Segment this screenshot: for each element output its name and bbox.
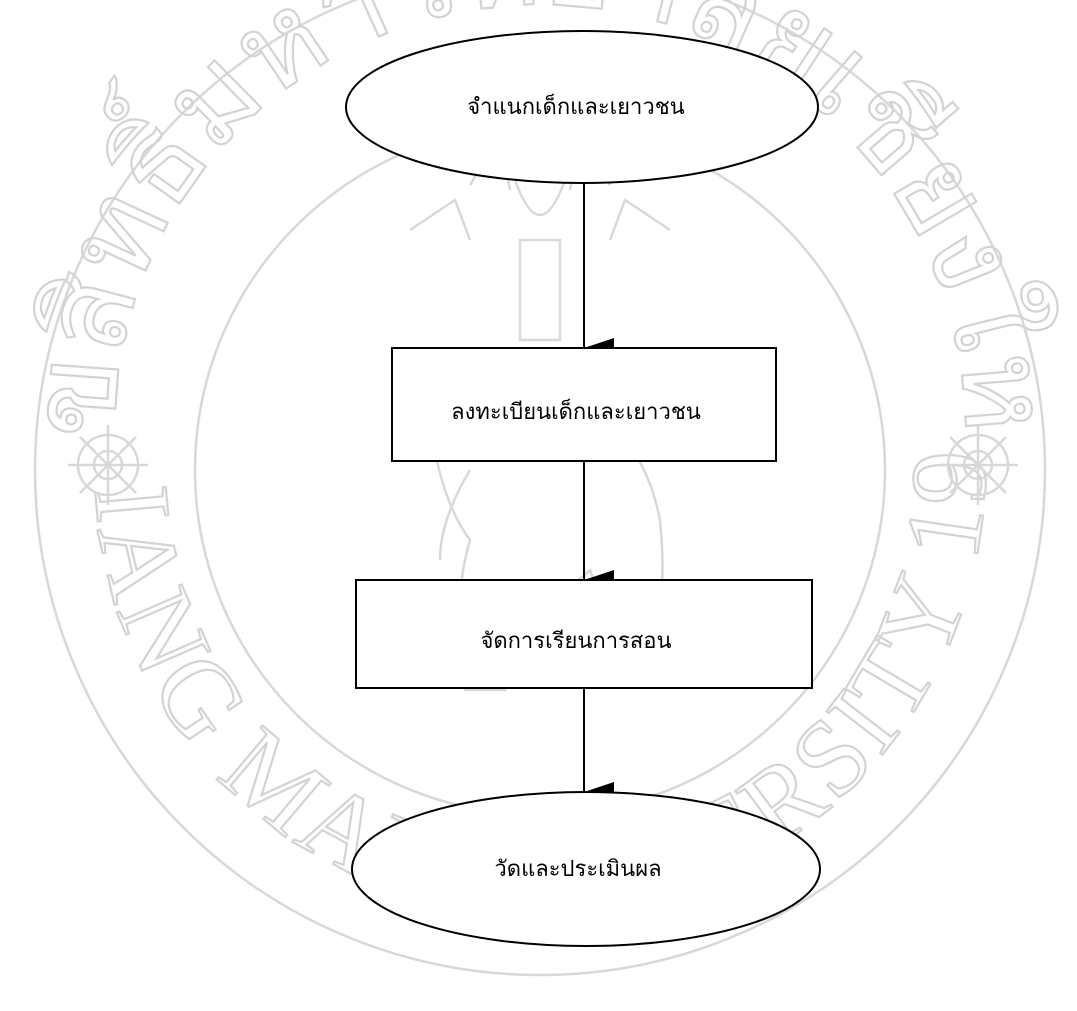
seal-outer-ring bbox=[33, 0, 1047, 977]
node-start: จำแนกเด็กและเยาวชน bbox=[345, 30, 819, 184]
node-start-label: จำแนกเด็กและเยาวชน bbox=[467, 92, 684, 120]
node-evaluate-label: วัดและประเมินผล bbox=[494, 857, 661, 882]
seal-right-flower-icon bbox=[938, 425, 1018, 505]
seal-inner-ring bbox=[193, 123, 887, 817]
node-register-label: ลงทะเบียนเด็กและเยาวชน bbox=[451, 397, 701, 425]
flowchart: จำแนกเด็กและเยาวชน ลงทะเบียนเด็กและเยาวช… bbox=[345, 30, 821, 947]
node-start-shape bbox=[345, 30, 819, 184]
node-evaluate: วัดและประเมินผล bbox=[351, 791, 821, 947]
seal-left-flower-icon bbox=[68, 425, 148, 505]
node-evaluate-shape bbox=[351, 791, 821, 947]
node-register: ลงทะเบียนเด็กและเยาวชน bbox=[391, 347, 777, 462]
node-teach-label: จัดการเรียนการสอน bbox=[480, 629, 671, 654]
node-register-shape bbox=[391, 347, 777, 462]
node-teach-shape bbox=[355, 579, 813, 689]
node-teach: จัดการเรียนการสอน bbox=[355, 579, 813, 689]
